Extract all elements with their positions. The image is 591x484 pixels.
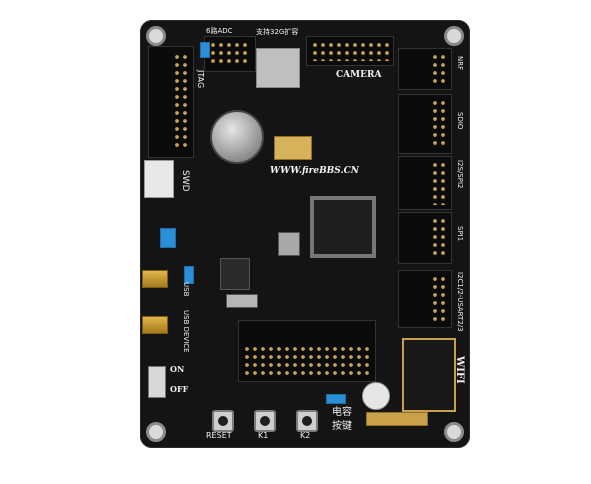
capacitive-key-label: 电容: [332, 407, 352, 418]
i2s-header: [398, 156, 452, 210]
mount-hole-bottom-right: [444, 422, 464, 442]
adc-header: [204, 36, 256, 72]
regulator-chip: [220, 258, 250, 290]
gpio-header-bottom: [238, 320, 376, 382]
sdio-header: [398, 94, 452, 154]
capacitive-key-label-2: 按键: [332, 421, 352, 432]
power-switch[interactable]: [148, 366, 166, 398]
k1-label: K1: [258, 431, 269, 440]
mount-hole-bottom-left: [146, 422, 166, 442]
i2s-label: I2S/SPI2: [456, 160, 464, 189]
off-label: OFF: [170, 384, 189, 394]
usb-connector-1: [142, 270, 168, 288]
spi1-label: SPI1: [456, 226, 464, 242]
buzzer: [362, 382, 390, 410]
swd-connector: [144, 160, 174, 198]
swd-label: SWD: [180, 170, 190, 192]
reset-button[interactable]: [212, 410, 234, 432]
coin-battery: [210, 110, 264, 164]
adc-label: 6路ADC: [206, 27, 233, 35]
reset-label: RESET: [206, 431, 232, 440]
sd-card-slot: [256, 48, 300, 88]
spi1-header: [398, 212, 452, 264]
mount-hole-top-right: [444, 26, 464, 46]
website-label: WWW.fireBBS.CN: [270, 166, 359, 176]
k2-label: K2: [300, 431, 311, 440]
jumper-blue-left-1: [160, 228, 176, 248]
k2-button[interactable]: [296, 410, 318, 432]
jumper-blue-left-2: [184, 266, 194, 284]
k1-button[interactable]: [254, 410, 276, 432]
usb-connector-2: [142, 316, 168, 334]
uart-label: I2C1/2-USART2/3: [456, 272, 464, 332]
on-label: ON: [170, 364, 185, 374]
camera-label: CAMERA: [336, 70, 382, 80]
uart-header: [398, 270, 452, 328]
mount-hole-top-left: [146, 26, 166, 46]
crystal-32k: [226, 294, 258, 308]
wifi-antenna: [366, 412, 428, 426]
nrf-header: [398, 48, 452, 90]
stm32-dev-board: JTAG 6路ADC 支持32G扩容 CAMERA NRF SDIO I2S/S…: [140, 20, 470, 448]
camera-header: [306, 36, 394, 66]
crystal-gold: [274, 136, 312, 160]
wifi-module: [402, 338, 456, 412]
usb-label: USB: [182, 282, 190, 297]
jumper-blue-bottom: [326, 394, 346, 404]
crystal-silver: [278, 232, 300, 256]
stm32-mcu: [310, 196, 376, 258]
jtag-label: JTAG: [196, 70, 205, 89]
usb-device-label: USB DEVICE: [182, 310, 190, 353]
wifi-label: WIFI: [454, 356, 465, 384]
sdio-label: SDIO: [456, 112, 464, 130]
sd-support-label: 支持32G扩容: [256, 28, 299, 36]
nrf-label: NRF: [456, 56, 464, 71]
jumper-blue-top: [200, 42, 210, 58]
jtag-header: [148, 46, 194, 158]
